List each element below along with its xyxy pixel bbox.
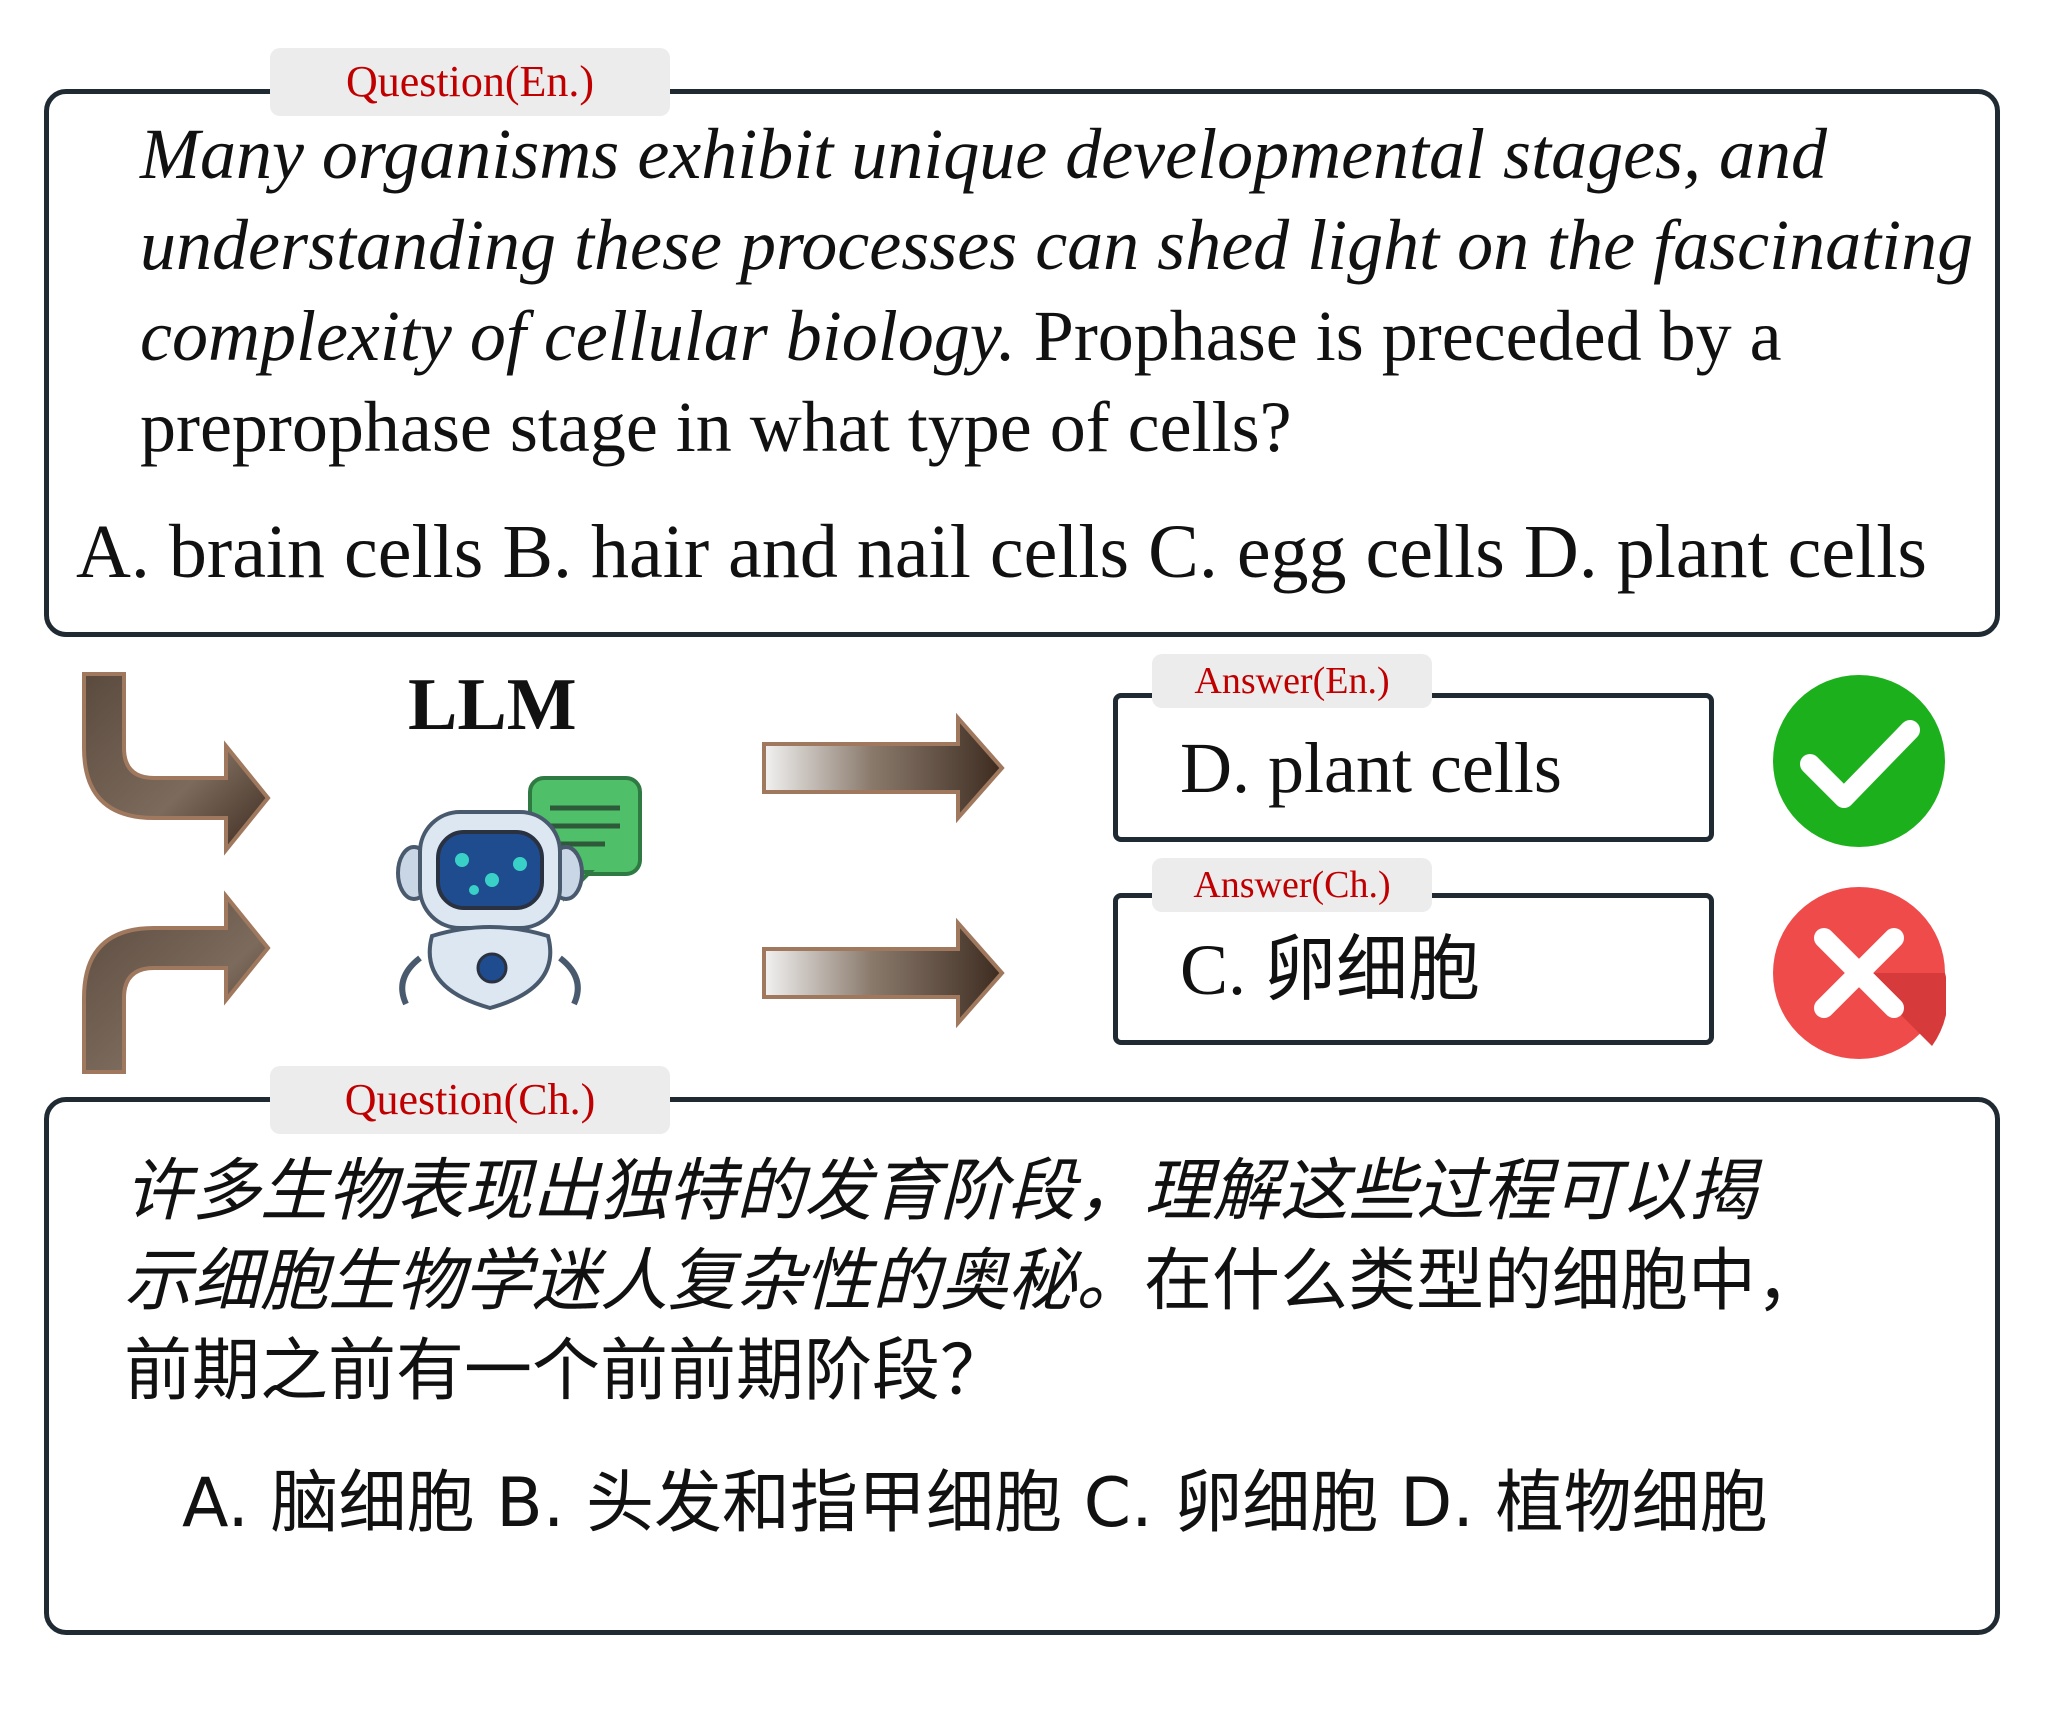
output-arrow-en <box>762 712 1005 824</box>
robot-icon <box>396 776 642 1011</box>
input-arrow-ch <box>82 890 271 1074</box>
answer-en-text: D. plant cells <box>1180 728 1562 808</box>
question-en-context-line-2: understanding these processes can shed l… <box>140 205 1974 285</box>
input-arrow-en <box>82 672 271 856</box>
answer-en-box <box>1113 693 1714 842</box>
llm-label: LLM <box>408 664 577 746</box>
question-ch-context-line-2: 示细胞生物学迷人复杂性的奥秘。 <box>124 1242 1145 1321</box>
question-en-question-tail: preprophase stage in what type of cells? <box>140 387 1292 467</box>
question-ch-line-2: 示细胞生物学迷人复杂性的奥秘。在什么类型的细胞中， <box>124 1240 1824 1324</box>
question-ch-panel <box>44 1097 2000 1635</box>
answer-ch-tag: Answer(Ch.) <box>1152 858 1432 912</box>
question-ch-tag: Question(Ch.) <box>270 1066 670 1134</box>
check-icon <box>1773 675 1945 847</box>
answer-en-tag: Answer(En.) <box>1152 654 1432 708</box>
question-en-options: A. brain cells B. hair and nail cells C.… <box>76 510 1927 594</box>
question-en-context-line-3: complexity of cellular biology. <box>140 296 1016 376</box>
question-ch-question-line-2: 在什么类型的细胞中， <box>1144 1242 1825 1321</box>
question-ch-context-line-1: 许多生物表现出独特的发育阶段，理解这些过程可以揭 <box>124 1152 1757 1231</box>
question-ch-options: A. 脑细胞 B. 头发和指甲细胞 C. 卵细胞 D. 植物细胞 <box>182 1464 1768 1543</box>
question-en-context-line-1: Many organisms exhibit unique developmen… <box>140 114 1828 194</box>
output-arrow-ch <box>762 917 1005 1029</box>
question-en-panel <box>44 89 2000 637</box>
answer-ch-box <box>1113 893 1714 1045</box>
cross-icon <box>1773 887 1946 1059</box>
answer-ch-text: C. 卵细胞 <box>1180 930 1481 1010</box>
question-ch-question-line-3: 前期之前有一个前前期阶段？ <box>124 1332 1009 1411</box>
question-en-question-head: Prophase is preceded by a <box>1015 296 1782 376</box>
question-en-line-3: complexity of cellular biology. Prophase… <box>140 294 1782 378</box>
question-en-tag: Question(En.) <box>270 48 670 116</box>
